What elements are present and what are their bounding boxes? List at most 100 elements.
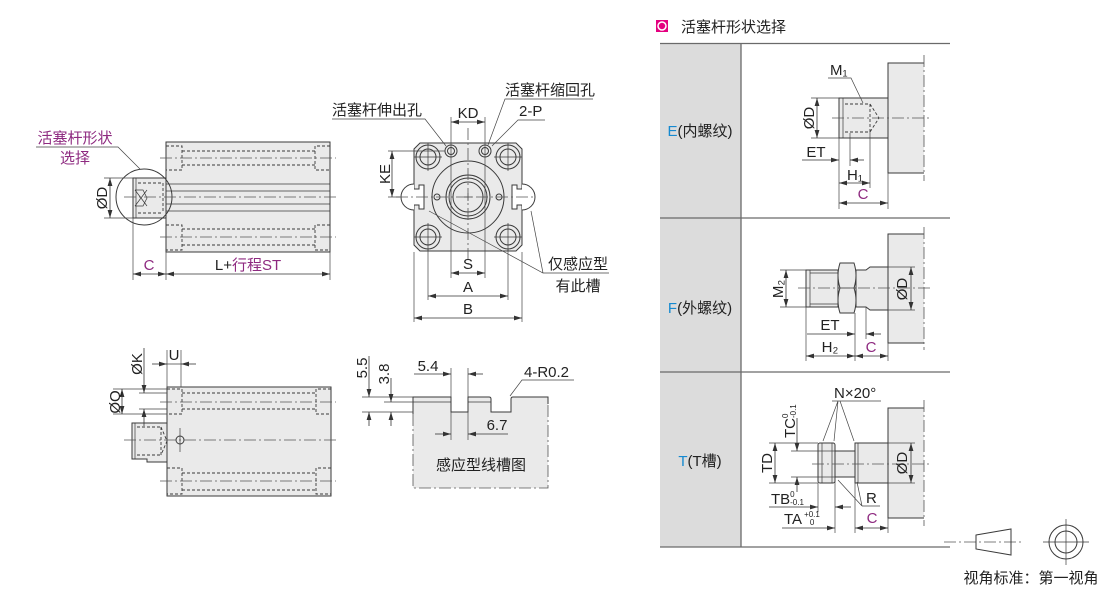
- et-label: ET: [806, 144, 825, 161]
- tb-text: TB: [771, 491, 790, 508]
- row-label-e: E(内螺纹): [667, 123, 732, 140]
- body-length-prefix: L+: [215, 257, 232, 274]
- code-column: [660, 44, 741, 547]
- radius-leader: [837, 479, 880, 507]
- table-title: 活塞杆形状选择: [681, 18, 786, 36]
- tb-upper-tolerance: 0: [790, 490, 795, 499]
- thread-length-label: H₂: [822, 339, 839, 356]
- diameter-label: ØD: [801, 107, 818, 130]
- rod-shoulder: [854, 442, 889, 484]
- thread-label: M₁: [830, 62, 848, 79]
- extend-port-leader: [332, 118, 447, 147]
- corner-radius-leader: [509, 379, 574, 397]
- row-name-f: (外螺纹): [677, 300, 732, 317]
- row-name-t: (T槽): [688, 453, 722, 470]
- section-marker-ring: [657, 21, 667, 31]
- tc-upper-tolerance: 0: [781, 413, 790, 418]
- body-length-label: L+行程ST: [215, 257, 281, 274]
- corner-radius-label: 4-R0.2: [524, 364, 569, 381]
- projection-label: 视角标准：第一视角: [963, 569, 1098, 587]
- u-label: U: [169, 347, 180, 364]
- circle-view-crosshair: [1043, 519, 1089, 565]
- rod-shape-f-drawing: M₂ ØD ET H₂ C: [770, 227, 930, 361]
- kd-label: KD: [458, 105, 479, 122]
- front-centerlines: [396, 128, 536, 264]
- rod-length-label: C: [144, 257, 155, 274]
- callout-line-1: 活塞杆形状: [37, 129, 112, 147]
- row-code-f: F: [668, 300, 677, 317]
- ta-upper-tolerance: +0.1: [804, 510, 820, 519]
- ta-text: TA: [784, 511, 802, 528]
- diameter-label: ØD: [894, 452, 911, 475]
- piston-rod: [132, 177, 167, 219]
- tc-text: TC: [782, 418, 799, 438]
- mount-hole-crosshairs: [414, 143, 522, 251]
- radius-label: R: [866, 490, 877, 507]
- td-label: TD: [759, 453, 776, 473]
- table-rules: [660, 42, 950, 548]
- sensor-slot-bubble-right: [521, 183, 536, 211]
- thread-depth-label: H₁: [847, 167, 863, 184]
- callout-line-2: 选择: [60, 150, 90, 167]
- tc-label: TC0-0.1: [781, 404, 799, 438]
- sensor-note-line-2: 有此槽: [555, 278, 600, 295]
- tb-lower-tolerance: -0.1: [790, 498, 804, 507]
- ta-lower-tolerance: 0: [810, 518, 815, 527]
- thread-leader: [828, 77, 864, 104]
- piston-rod: [131, 422, 168, 463]
- rod-shape-table: 活塞杆形状选择 E(内螺纹) F(外螺纹) T(T槽) M₁ ØD ET H₁: [656, 18, 950, 548]
- extension-lines: [780, 266, 915, 361]
- depth-lip-label: 3.8: [376, 364, 393, 385]
- sensor-note-line-1: 仅感应型: [548, 255, 608, 273]
- slot-profile: [412, 396, 549, 414]
- sensor-slot-detail: 5.5 3.8 5.4 6.7 4-R0.2 感应型线槽图: [354, 356, 574, 489]
- ke-label: KE: [377, 164, 394, 184]
- external-thread: [805, 269, 839, 308]
- extension-lines: [811, 97, 889, 209]
- k-label: ØK: [129, 353, 146, 375]
- side-centerlines: [124, 157, 336, 238]
- q-label: ØQ: [107, 390, 124, 413]
- port-spec-label: 2-P: [519, 103, 542, 120]
- tb-label: TB0-0.1: [771, 490, 804, 508]
- c-label: C: [867, 510, 878, 527]
- internal-thread-hidden: [845, 103, 880, 133]
- rod-end-block: [888, 234, 924, 343]
- front-view: KD KE S A B 活塞杆伸出孔 活塞杆缩回孔 2-P 仅感应型 有此槽: [332, 81, 609, 322]
- thread-label: M₂: [770, 280, 787, 298]
- head-chamfer-lines: [821, 443, 833, 483]
- side-view: 活塞杆形状 选择 ØD C L+行程ST: [36, 129, 336, 280]
- callout-leader: [36, 146, 141, 170]
- b-label: B: [463, 301, 473, 318]
- rod-diameter-label: ØD: [94, 187, 111, 210]
- chamfer-leader: [822, 400, 881, 442]
- row-label-f: F(外螺纹): [668, 300, 732, 317]
- mounting-holes: [414, 143, 522, 251]
- rod-shape-e-drawing: M₁ ØD ET H₁ C: [801, 55, 930, 209]
- cylinder-body: [166, 386, 332, 497]
- retract-port-leader: [487, 98, 593, 146]
- tc-lower-tolerance: -0.1: [789, 404, 798, 418]
- port-spec-leader: [491, 119, 545, 147]
- truncated-cone-icon: [975, 528, 1012, 556]
- sensor-note-leader: [428, 210, 609, 274]
- row-code-e: E: [667, 123, 677, 140]
- et-label: ET: [820, 317, 839, 334]
- slot-width-label: 6.7: [487, 417, 508, 434]
- diameter-label: ØD: [894, 278, 911, 301]
- chamfer-label: N×20°: [834, 385, 876, 402]
- depth-total-label: 5.5: [354, 358, 371, 379]
- retract-port-label: 活塞杆缩回孔: [505, 81, 595, 99]
- row-label-t: T(T槽): [678, 453, 721, 470]
- bottom-centerlines: [124, 401, 336, 482]
- extend-port-label: 活塞杆伸出孔: [332, 101, 422, 119]
- slot-section-fill: [413, 397, 548, 488]
- slot-detail-title: 感应型线槽图: [436, 456, 526, 474]
- projection-symbol: 视角标准：第一视角: [944, 519, 1099, 587]
- rod-socket-symbol: [134, 189, 148, 207]
- slot-extension-lines: [362, 368, 469, 440]
- rod-neck: [855, 266, 889, 311]
